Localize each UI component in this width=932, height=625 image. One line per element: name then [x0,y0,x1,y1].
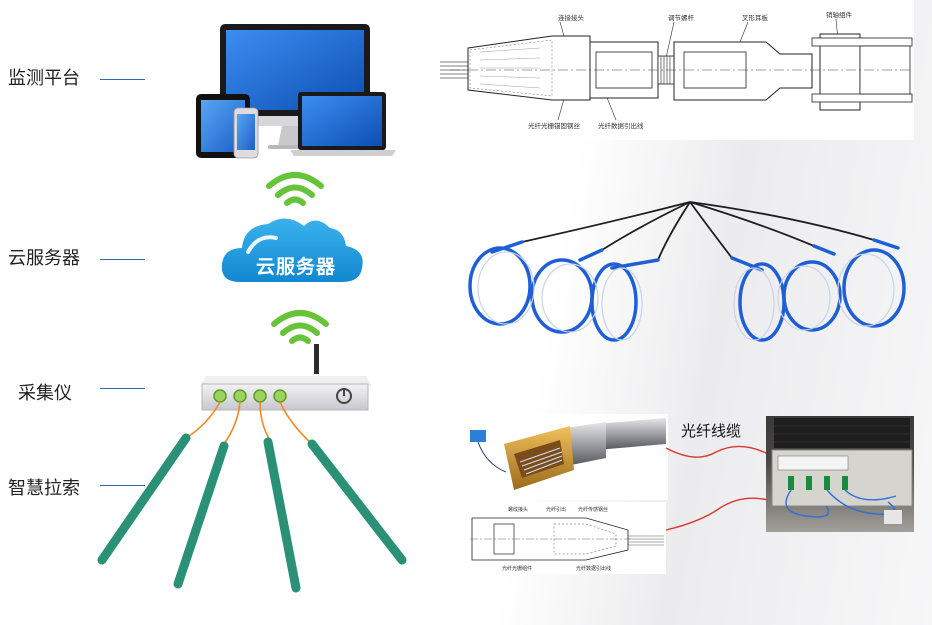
callout-fiber-lead: 光纤数据引出线 [598,121,644,130]
smart-cables-illustration [97,401,407,593]
anchor-technical-drawing: 连接接头 调节螺杆 叉形耳板 销轴组件 光纤光栅锚固钢丝 光纤数据引出线 [440,10,913,130]
callout-pin-assembly: 销轴组件 [826,10,853,19]
field-photo-render [766,416,914,532]
laptop-icon [290,92,396,156]
layer-connector-cloud [100,259,145,260]
sensor-3d-panel [466,414,668,500]
layer-connector-platform [100,79,145,80]
layer-label-collector: 采集仪 [18,383,72,404]
cloud-server-text: 云服务器 [255,256,336,278]
callout-sensing-wire: 光纤传感钢丝 [578,506,608,513]
wifi-icon [266,172,324,206]
callout-anchored-wire: 光纤光栅锚固钢丝 [528,121,581,130]
layer-label-platform: 监测平台 [8,68,80,89]
phone-icon [233,107,259,159]
sensor-3d-render [470,418,666,490]
callout-data-lead: 光纤数据引出线 [576,565,611,572]
sensor-section-drawing: 螺纹接头 光纤引出 光纤传感钢丝 光纤光栅组件 光纤数据引出线 [470,506,664,572]
cloud-icon [221,218,363,282]
callout-grating-assembly: 光纤光栅组件 [502,565,532,572]
fiber-wire-connectors [665,445,769,531]
callout-thread-joint: 螺纹接头 [508,506,528,513]
field-photo [766,416,914,532]
fiber-cable-label: 光纤线缆 [681,422,742,440]
power-icon [336,388,352,404]
callout-fork-plate: 叉形耳板 [742,13,769,22]
layer-connector-cable [100,485,145,486]
callout-adjust-screw: 调节螺杆 [668,13,695,22]
callout-fiber-exit: 光纤引出 [546,506,566,513]
sensor-section-panel: 螺纹接头 光纤引出 光纤传感钢丝 光纤光栅组件 光纤数据引出线 [466,502,666,574]
layer-label-cloud: 云服务器 [8,248,80,269]
router-icon [200,344,372,411]
devices-illustration [196,24,396,159]
layer-connector-collector [100,388,145,389]
callout-connector: 连接接头 [558,13,585,22]
fiber-sensor-coils [468,201,906,342]
anchor-drawing-panel: 连接接头 调节螺杆 叉形耳板 销轴组件 光纤光栅锚固钢丝 光纤数据引出线 [440,0,914,140]
wifi-icon [271,310,329,344]
layer-label-cable: 智慧拉索 [8,478,80,499]
